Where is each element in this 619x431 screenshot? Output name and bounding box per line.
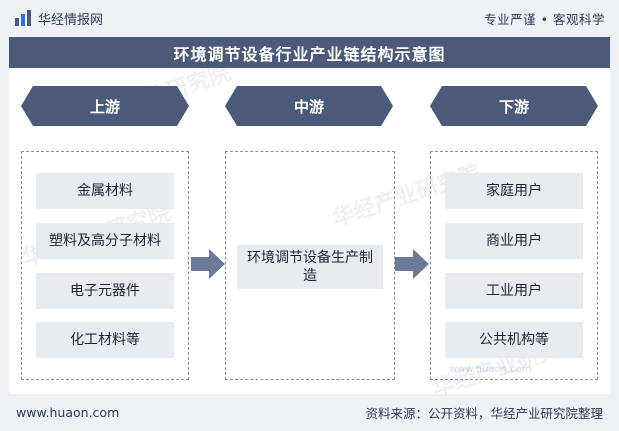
- diagram-area: 华经产业研究院 华经产业研究院 华经产业研究院 华经产业研究院 上游 中游 下游…: [9, 61, 610, 402]
- upstream-item: 金属材料: [36, 173, 174, 209]
- tagline: 专业严谨 • 客观科学: [484, 11, 605, 27]
- downstream-item: 工业用户: [445, 273, 583, 309]
- brand: 华经情报网: [14, 9, 103, 28]
- stage-header-downstream: 下游: [430, 86, 598, 126]
- midstream-group: 环境调节设备生产制造: [225, 151, 395, 380]
- midstream-item: 环境调节设备生产制造: [237, 245, 383, 289]
- source-note: 资料来源：公开资料，华经产业研究院整理: [365, 406, 603, 421]
- downstream-group: 家庭用户 商业用户 工业用户 公共机构等: [430, 151, 598, 380]
- upstream-item: 化工材料等: [36, 322, 174, 358]
- brand-name: 华经情报网: [38, 12, 104, 28]
- upstream-item: 电子元器件: [36, 273, 174, 309]
- right-arrow-icon: [395, 249, 429, 279]
- downstream-item: 商业用户: [445, 223, 583, 259]
- website-link[interactable]: www.huaon.com: [16, 405, 120, 420]
- diagram-title: 环境调节设备行业产业链结构示意图: [9, 37, 610, 68]
- downstream-item: 公共机构等: [445, 322, 583, 358]
- huajing-logo-icon: [15, 10, 31, 26]
- stage-header-midstream: 中游: [225, 86, 393, 126]
- upstream-item: 塑料及高分子材料: [36, 223, 174, 259]
- footer: www.huaon.com 资料来源：公开资料，华经产业研究院整理: [0, 394, 619, 431]
- upstream-group: 金属材料 塑料及高分子材料 电子元器件 化工材料等: [21, 151, 189, 380]
- stage-header-upstream: 上游: [21, 86, 189, 126]
- watermark-url: www.huaon.com: [449, 364, 532, 375]
- downstream-item: 家庭用户: [445, 173, 583, 209]
- top-bar: 华经情报网 专业严谨 • 客观科学: [0, 0, 619, 36]
- right-arrow-icon: [191, 249, 225, 279]
